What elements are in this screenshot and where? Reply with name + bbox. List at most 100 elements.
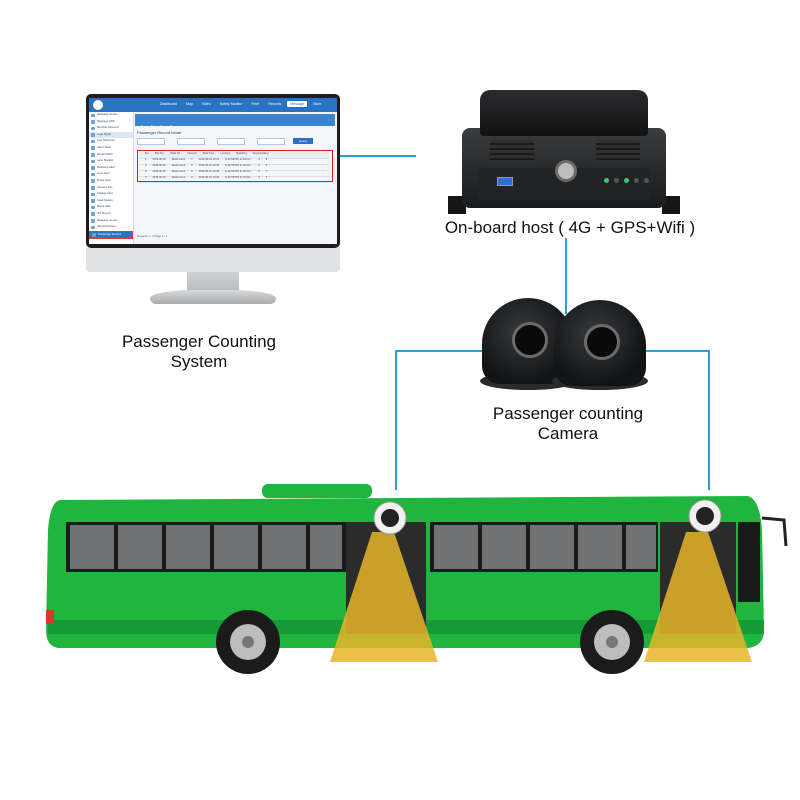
table-cell: N 22.56789, E 113.91...	[225, 176, 253, 179]
camera-beam-left	[330, 532, 438, 662]
software-nav-item[interactable]: Records	[268, 102, 282, 106]
table-cell: Start Time	[202, 152, 215, 155]
table-cell: 2019-06-01 12:32	[198, 164, 220, 167]
monitor-chin	[86, 248, 340, 272]
software-nav-item[interactable]: Message	[287, 101, 308, 107]
bus-tail-light	[46, 610, 54, 624]
host-mount-left	[448, 196, 466, 214]
software-sidebar-item[interactable]: Logo Mgmt	[89, 131, 133, 139]
software-sidebar-item[interactable]: Message ADF	[89, 119, 133, 126]
bus-mirror	[761, 516, 788, 547]
camera-beam-right	[644, 532, 752, 662]
bus-windshield	[738, 522, 760, 602]
table-cell: 8	[265, 158, 268, 161]
software-sidebar-item[interactable]: ITS Report	[89, 211, 133, 218]
software-sidebar-item[interactable]: Message Center	[89, 112, 133, 119]
software-sidebar-item[interactable]: Alarm Meet	[89, 145, 133, 152]
software-sidebar-item[interactable]: Lost Shipment	[89, 138, 133, 145]
connector-camera-right-v	[708, 350, 710, 490]
table-cell: Channel	[186, 152, 197, 155]
software-sidebar-item[interactable]: Camera Info	[89, 185, 133, 192]
filter-field[interactable]	[217, 138, 245, 145]
table-cell: Plate No.	[170, 152, 181, 155]
table-cell: 4	[145, 176, 147, 179]
software-nav: Dashboard Map Video Safety Monitor Fleet Reco…	[157, 101, 324, 107]
software-nav-item[interactable]: Map	[186, 102, 193, 106]
host-top	[480, 90, 648, 136]
table-cell: Road name	[171, 158, 186, 161]
table-cell: 0	[191, 170, 193, 173]
query-button[interactable]: Query	[293, 138, 313, 144]
monitor-stand	[150, 290, 276, 304]
software-topbar: Dashboard Map Video Safety Monitor Fleet Reco…	[89, 98, 337, 112]
table-cell: Location	[220, 152, 231, 155]
table-cell: 7	[265, 170, 268, 173]
software-sidebar-item[interactable]: Route Alert	[89, 204, 133, 211]
software-page-title: Passenger Record Mode	[137, 130, 182, 135]
connector-monitor-host	[340, 155, 416, 157]
table-cell: 9	[258, 158, 260, 161]
software-subtabs: ■■■■	[135, 114, 335, 128]
software-sidebar-item[interactable]: Driver Alert	[89, 178, 133, 185]
software-sidebar-item[interactable]: Lane Alert	[89, 171, 133, 178]
software-sidebar-item[interactable]: Model Match	[89, 152, 133, 159]
table-cell: 2019-06-01	[152, 158, 166, 161]
software-filters: Query	[137, 138, 333, 146]
software-content: ■■■■ Passenger Record Mode Query No.Box …	[135, 114, 335, 244]
filter-field[interactable]	[257, 138, 285, 145]
camera-label: Passenger counting Camera	[492, 404, 644, 443]
software-sidebar-item[interactable]: Voltage Alert	[89, 191, 133, 198]
software-nav-item[interactable]: Video	[201, 102, 211, 106]
table-cell: 1	[145, 158, 147, 161]
software-sidebar-item[interactable]: Shortcut Driver	[89, 224, 133, 231]
software-nav-item[interactable]: Dashboard	[160, 102, 178, 106]
table-cell: 0	[191, 164, 193, 167]
software-nav-item[interactable]: More	[313, 102, 322, 106]
software-sidebar-item[interactable]: Passenger Record	[89, 230, 133, 240]
table-cell: Box No.	[155, 152, 165, 155]
table-cell: Road name	[171, 176, 186, 179]
camera-right	[554, 300, 646, 386]
table-cell: 2019-06-01 12:33	[198, 170, 220, 173]
bus-roof-pod	[262, 484, 372, 498]
software-sidebar-item[interactable]: Message Center	[89, 218, 133, 225]
table-cell: 5	[265, 164, 268, 167]
filter-field[interactable]	[137, 138, 165, 145]
software-sidebar-item[interactable]: Lane Monitor	[89, 158, 133, 165]
table-cell: 2019-06-01	[152, 170, 166, 173]
status-led-icon	[604, 178, 649, 183]
software-logo-icon	[93, 100, 103, 110]
table-cell: Boarding	[236, 152, 247, 155]
highlight-box	[137, 150, 333, 182]
filter-field[interactable]	[177, 138, 205, 145]
table-cell: 0	[191, 158, 193, 161]
table-cell: Disembarking	[252, 152, 269, 155]
camera-lens-icon	[584, 324, 620, 360]
software-sidebar-item[interactable]: Messeng Alert	[89, 165, 133, 172]
table-cell: 4	[258, 164, 260, 167]
connector-camera-left-v	[395, 350, 397, 490]
bus-illustration	[46, 484, 788, 674]
system-label: Passenger Counting System	[121, 332, 277, 371]
usb-port-icon	[497, 177, 513, 186]
table-cell: 3	[145, 170, 147, 173]
software-nav-item[interactable]: Fleet	[251, 102, 260, 106]
table-cell: 2019-06-01	[152, 176, 166, 179]
software-sidebar-item[interactable]: Merchant Record	[89, 125, 133, 132]
table-cell: 3	[258, 176, 260, 179]
host-vent	[490, 140, 534, 162]
table-cell: N 22.56789, E 113.91...	[225, 158, 253, 161]
host-label: On-board host ( 4G + GPS+Wifi )	[444, 218, 696, 237]
software-footer: Records 1 - 4 Page 1 / 1	[137, 234, 168, 238]
monitor-neck	[187, 272, 239, 292]
software-sidebar-item[interactable]: Fleet Station	[89, 198, 133, 205]
software-nav-item[interactable]: Safety Monitor	[219, 102, 243, 106]
